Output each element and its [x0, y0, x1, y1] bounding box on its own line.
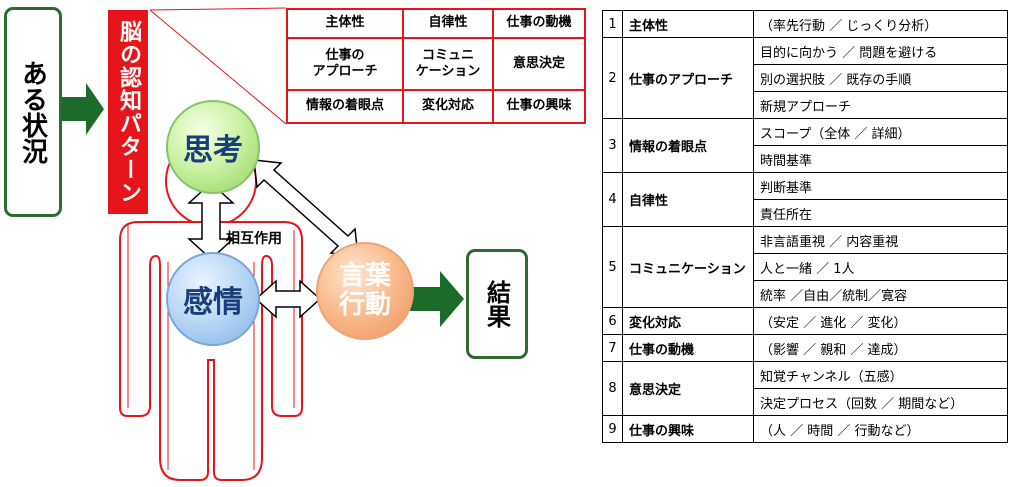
factor-cell: 仕事の動機: [492, 8, 586, 39]
factor-cell: 変化対応: [402, 89, 494, 124]
row-item: 統率 ／自由／統制／寛容: [753, 280, 1008, 308]
row-category: 意思決定: [622, 361, 754, 416]
table-row: 9 仕事の興味 （人 ／ 時間 ／ 行動など）: [602, 415, 1008, 443]
row-item: 責任所在: [753, 199, 1008, 227]
table-row: 6 変化対応 （安定 ／ 進化 ／ 変化）: [602, 307, 1008, 335]
factor-cell-line: コミュニ: [421, 47, 474, 63]
right-arrow-icon: [58, 83, 104, 135]
row-category: 主体性: [622, 10, 754, 38]
row-number: 6: [602, 307, 623, 335]
table-row: 7 仕事の動機 （影響 ／ 親和 ／ 達成）: [602, 334, 1008, 362]
table-row: 別の選択肢 ／ 既存の手順: [603, 64, 1008, 92]
row-item: 決定プロセス（回数 ／ 期間など）: [753, 388, 1008, 416]
emotion-circle: 感情: [166, 252, 260, 346]
row-category: 仕事の興味: [622, 415, 754, 443]
row-item: 時間基準: [753, 145, 1008, 173]
row-item: 知覚チャンネル（五感）: [753, 361, 1008, 389]
factor-cell: 自律性: [402, 8, 494, 39]
row-category: コミュニケーション: [622, 226, 754, 308]
factor-cell: 意思決定: [492, 37, 586, 91]
table-row: 新規アプローチ: [603, 91, 1008, 119]
connector-line: [149, 7, 287, 11]
cognitive-pattern-box: 脳の認知パターン: [108, 10, 148, 214]
factor-cell: コミュニ ケーション: [402, 37, 494, 91]
row-item: 目的に向かう ／ 問題を避ける: [753, 37, 1008, 65]
row-category: 仕事の動機: [622, 334, 754, 362]
row-item: 人と一緒 ／ 1人: [753, 253, 1008, 281]
table-row: 人と一緒 ／ 1人: [603, 253, 1008, 281]
row-item: 新規アプローチ: [753, 91, 1008, 119]
thinking-circle: 思考: [166, 100, 260, 194]
row-item: スコープ（全体 ／ 詳細）: [753, 118, 1008, 146]
table-row: 決定プロセス（回数 ／ 期間など）: [603, 388, 1008, 416]
table-row: 4 自律性 判断基準: [602, 172, 1008, 227]
factor-cell: 仕事の興味: [492, 89, 586, 124]
table-row: 責任所在: [603, 199, 1008, 227]
table-row: 3 情報の着眼点 スコープ（全体 ／ 詳細）: [602, 118, 1008, 173]
detail-table: 1 主体性 （率先行動 ／ じっくり分析） 2 仕事のアプローチ 目的に向かう …: [602, 10, 1008, 443]
table-row: 統率 ／自由／統制／寛容: [603, 280, 1008, 308]
row-item: 非言語重視 ／ 内容重視: [753, 226, 1008, 254]
situation-box: ある状況: [4, 7, 62, 217]
words-label: 言葉: [338, 260, 391, 291]
words-action-circle: 言葉 行動: [316, 242, 414, 340]
row-number: 4: [602, 172, 623, 227]
row-number: 5: [602, 226, 623, 308]
connector-line: [149, 9, 287, 125]
row-number: 9: [602, 415, 623, 443]
row-category: 情報の着眼点: [622, 118, 754, 173]
row-number: 7: [602, 334, 623, 362]
row-number: 3: [602, 118, 623, 173]
cognitive-pattern-label: 脳の認知パターン: [116, 20, 141, 204]
table-row: 1 主体性 （率先行動 ／ じっくり分析）: [602, 10, 1008, 38]
interaction-label: 相互作用: [226, 231, 282, 247]
row-item: （人 ／ 時間 ／ 行動など）: [753, 415, 1008, 443]
emotion-label: 感情: [183, 285, 243, 320]
action-label: 行動: [338, 290, 391, 320]
row-item: （安定 ／ 進化 ／ 変化）: [753, 307, 1008, 335]
factor-cell: 主体性: [286, 8, 404, 39]
row-item: 別の選択肢 ／ 既存の手順: [753, 64, 1008, 92]
result-box: 結果: [466, 249, 528, 359]
right-arrow-icon: [410, 271, 464, 327]
row-category: 変化対応: [622, 307, 754, 335]
result-label: 結果: [482, 280, 511, 328]
table-row: 5 コミュニケーション 非言語重視 ／ 内容重視: [602, 226, 1008, 308]
row-number: 1: [602, 10, 623, 38]
row-number: 8: [602, 361, 623, 416]
factor-cell: 仕事の アプローチ: [286, 37, 404, 91]
row-item: （率先行動 ／ じっくり分析）: [753, 10, 1008, 38]
thinking-label: 思考: [183, 133, 243, 168]
row-number: 2: [602, 37, 623, 119]
table-row: 8 意思決定 知覚チャンネル（五感）: [602, 361, 1008, 416]
situation-label: ある状況: [17, 60, 48, 164]
row-item: （影響 ／ 親和 ／ 達成）: [753, 334, 1008, 362]
factor-cell-line: ケーション: [415, 64, 481, 79]
factor-grid: 主体性 自律性 仕事の動機 仕事の アプローチ コミュニ ケーション 意思決定 …: [286, 8, 586, 124]
factor-cell-line: アプローチ: [312, 64, 378, 79]
factor-cell: 情報の着眼点: [286, 89, 404, 124]
row-category: 仕事のアプローチ: [622, 37, 754, 119]
table-row: 2 仕事のアプローチ 目的に向かう ／ 問題を避ける: [602, 37, 1008, 119]
factor-cell-line: 仕事の: [325, 47, 365, 63]
table-row: 時間基準: [603, 145, 1008, 173]
row-item: 判断基準: [753, 172, 1008, 200]
row-category: 自律性: [622, 172, 754, 227]
